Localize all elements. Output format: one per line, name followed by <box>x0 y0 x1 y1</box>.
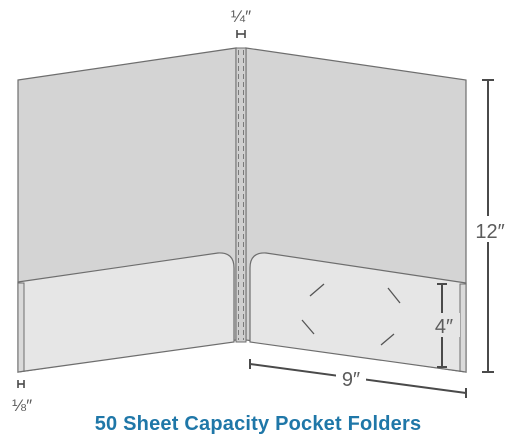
pocket-dimension-label: 4″ <box>435 316 453 338</box>
edge-dimension-label: ⅛″ <box>12 396 32 415</box>
spine-dimension-marker <box>236 30 246 38</box>
right-pocket-edge <box>459 283 467 373</box>
left-pocket <box>17 252 235 373</box>
card-slit-top-left <box>309 283 325 297</box>
edge-dimension-marker <box>17 380 25 388</box>
width-dimension-label: 9″ <box>342 369 360 391</box>
card-slit-bottom-left <box>301 319 315 335</box>
height-dimension-label: 12″ <box>475 221 504 243</box>
card-slit-bottom-right <box>380 333 395 346</box>
spine-dimension-label: ¼″ <box>231 7 251 26</box>
diagram-caption: 50 Sheet Capacity Pocket Folders <box>94 413 422 435</box>
folder-spine <box>235 47 247 343</box>
right-pocket <box>249 252 467 373</box>
left-pocket-edge <box>17 282 25 373</box>
card-slit-top-right <box>387 287 401 304</box>
